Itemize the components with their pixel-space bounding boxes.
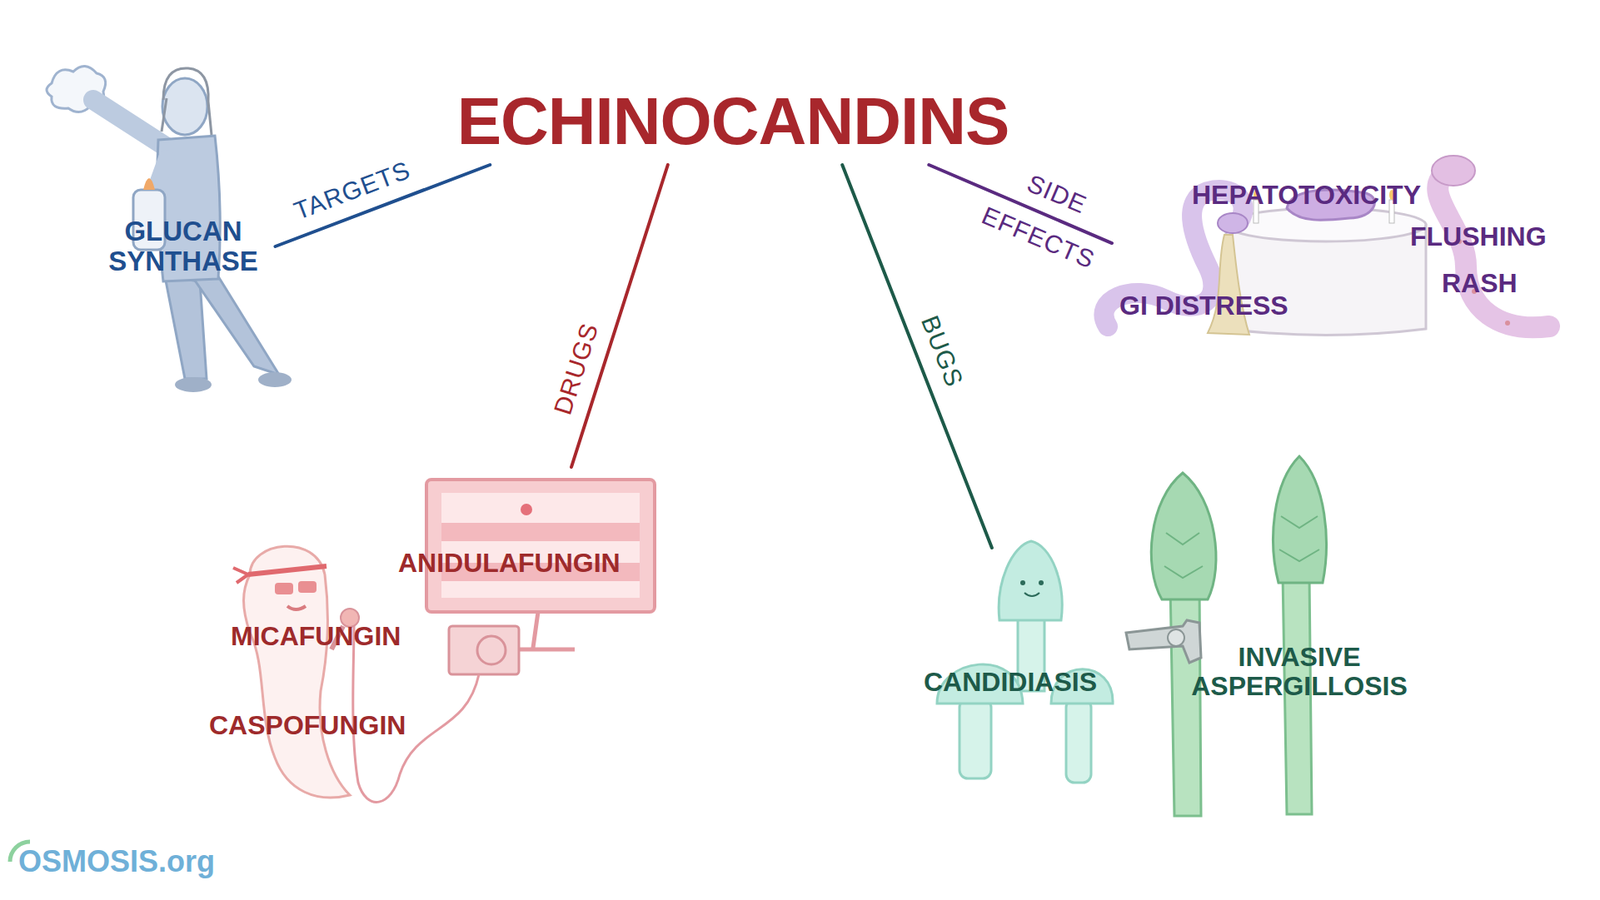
scientist-figure-part (193, 276, 280, 375)
topic-text: CANDIDIASIS (923, 667, 1097, 698)
karaoke-tv-part (441, 493, 640, 599)
asparagus-part (1164, 533, 1203, 579)
snake-dinner (1103, 155, 1550, 336)
asparagus-part (1126, 620, 1202, 663)
branch-label: DRUGS (550, 319, 604, 418)
mushrooms-part (1024, 593, 1040, 597)
singing-ghost-part (274, 583, 294, 595)
snake-dinner-part (1505, 320, 1511, 326)
snake-dinner-part (1431, 155, 1476, 186)
branch-line (842, 164, 992, 549)
branch-connector (842, 164, 992, 549)
scientist-figure-part (162, 78, 208, 135)
mushrooms-part (1066, 699, 1092, 783)
topic-text: INVASIVE ASPERGILLOSIS (1182, 642, 1416, 702)
singing-ghost (233, 546, 359, 798)
topic-node: HEPATOTOXICITY FLUSHING RASH GI DISTRESS (1111, 166, 1558, 329)
asparagus-part (1273, 456, 1327, 584)
logo-watermark: OSMOSIS.org (18, 847, 215, 878)
branch-label: TARGETS (290, 157, 414, 225)
asparagus-part (1167, 629, 1185, 647)
scientist-figure-part (143, 178, 155, 190)
scientist-figure (46, 65, 292, 393)
scientist-figure-part (258, 372, 292, 388)
karaoke-tv-part (426, 479, 655, 613)
singing-ghost-part (298, 581, 317, 594)
branch-label: SIDE EFFECTS (974, 148, 1122, 283)
singing-ghost-part (233, 568, 249, 584)
karaoke-tv-part (448, 626, 519, 675)
central-topic: ECHINOCANDINS (457, 84, 1010, 159)
topic-node: ECHINOCANDINS (449, 78, 1017, 165)
branch-line (571, 164, 668, 468)
topic-text: GI DISTRESS (1119, 291, 1289, 321)
asparagus-part (1279, 516, 1320, 562)
mushrooms (937, 541, 1113, 783)
karaoke-tv-part (520, 503, 533, 516)
mushrooms-part (959, 699, 992, 779)
topic-text: MICAFUNGIN (230, 622, 401, 652)
topic-text: ANIDULAFUNGIN (398, 548, 621, 579)
singing-ghost-part (287, 606, 306, 610)
branch-label: BUGS (917, 312, 967, 391)
mushrooms-part (1020, 580, 1026, 586)
scientist-figure-part (164, 276, 207, 379)
topic-node: CANDIDIASIS INVASIVE ASPERGILLOSIS (916, 548, 1425, 715)
karaoke-tv-part (441, 523, 640, 542)
branch-connector (571, 164, 668, 468)
scientist-figure-part (161, 68, 212, 135)
topic-text: HEPATOTOXICITY (1191, 180, 1421, 210)
asparagus (1126, 456, 1326, 817)
topic-text: FLUSHING (1410, 222, 1547, 252)
karaoke-tv-part (477, 636, 506, 665)
singing-ghost-part (248, 566, 327, 575)
topic-text: RASH (1441, 269, 1518, 299)
asparagus-part (1151, 473, 1217, 600)
singing-ghost-part (244, 546, 351, 798)
topic-node: GLUCAN SYNTHASE (91, 208, 276, 285)
topic-node: ANIDULAFUNGIN MICAFUNGIN CASPOFUNGIN (199, 467, 642, 751)
mushrooms-part (1038, 580, 1044, 586)
scientist-figure-part (174, 377, 212, 393)
topic-text: CASPOFUNGIN (209, 711, 406, 741)
snake-dinner-part (1217, 213, 1248, 234)
topic-text: GLUCAN SYNTHASE (98, 216, 270, 278)
mushrooms-part (998, 541, 1062, 621)
